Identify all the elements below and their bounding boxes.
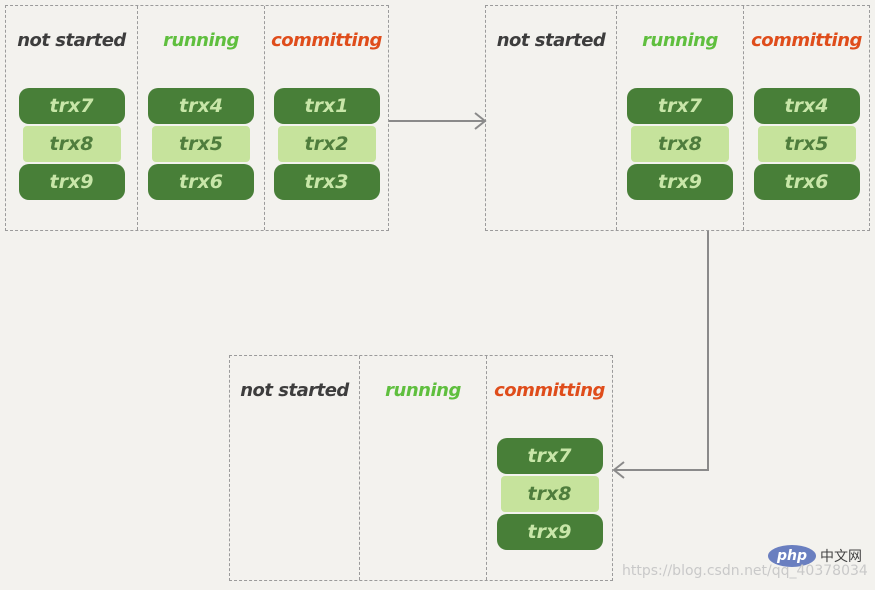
trx-block: trx6 <box>148 164 254 200</box>
trx-stack: trx1 trx2 trx3 <box>273 88 380 202</box>
trx-block: trx5 <box>757 126 856 162</box>
trx-block: trx7 <box>496 438 603 474</box>
trx-stack: trx4 trx5 trx6 <box>753 88 860 202</box>
trx-stack: trx4 trx5 trx6 <box>148 88 254 202</box>
trx-block: trx4 <box>148 88 254 124</box>
trx-block: trx1 <box>273 88 380 124</box>
arrow-head-right <box>474 112 487 130</box>
column-label-not-started: not started <box>240 380 349 401</box>
column-running: running <box>359 356 486 580</box>
column-label-running: running <box>163 30 239 51</box>
state-group-initial: not started trx7 trx8 trx9 running trx4 … <box>5 5 389 231</box>
column-not-started: not started <box>230 356 359 580</box>
trx-block: trx8 <box>22 126 121 162</box>
column-running: running trx4 trx5 trx6 <box>137 6 264 230</box>
arrow-second-to-third <box>614 231 709 471</box>
column-label-committing: committing <box>271 30 382 51</box>
trx-block: trx7 <box>627 88 733 124</box>
column-label-running: running <box>385 380 461 401</box>
column-label-committing: committing <box>494 380 605 401</box>
trx-block: trx6 <box>753 164 860 200</box>
column-committing: committing trx7 trx8 trx9 <box>486 356 612 580</box>
state-group-second: not started running trx7 trx8 trx9 commi… <box>485 5 870 231</box>
trx-block: trx9 <box>496 514 603 550</box>
watermark-site-name: 中文网 <box>820 549 862 565</box>
trx-block: trx3 <box>273 164 380 200</box>
trx-block: trx7 <box>18 88 125 124</box>
column-label-not-started: not started <box>17 30 126 51</box>
column-not-started: not started <box>486 6 616 230</box>
trx-stack: trx7 trx8 trx9 <box>18 88 125 202</box>
trx-block: trx8 <box>500 476 599 512</box>
column-label-not-started: not started <box>496 30 606 51</box>
arrow-head-left <box>612 461 625 479</box>
watermark-url: https://blog.csdn.net/qq_40378034 <box>622 563 868 579</box>
trx-stack: trx7 trx8 trx9 <box>627 88 733 202</box>
trx-stack: trx7 trx8 trx9 <box>496 438 603 552</box>
trx-block: trx5 <box>152 126 250 162</box>
column-label-committing: committing <box>751 30 862 51</box>
trx-block: trx2 <box>277 126 376 162</box>
column-not-started: not started trx7 trx8 trx9 <box>6 6 137 230</box>
trx-block: trx9 <box>627 164 733 200</box>
watermark-logo: php <box>768 545 816 567</box>
state-group-third: not started running committing trx7 trx8… <box>229 355 613 581</box>
trx-block: trx9 <box>18 164 125 200</box>
trx-block: trx4 <box>753 88 860 124</box>
column-running: running trx7 trx8 trx9 <box>616 6 743 230</box>
column-committing: committing trx4 trx5 trx6 <box>743 6 869 230</box>
column-label-running: running <box>642 30 718 51</box>
column-committing: committing trx1 trx2 trx3 <box>264 6 388 230</box>
trx-block: trx8 <box>631 126 729 162</box>
